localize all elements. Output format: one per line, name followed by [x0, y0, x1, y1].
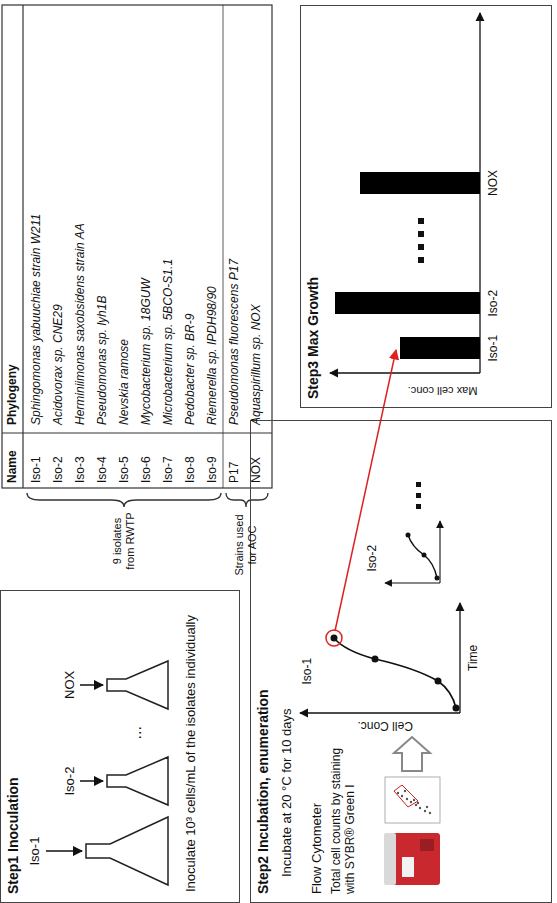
growth-graph — [300, 603, 460, 713]
panel-title: Step3 Max Growth — [305, 277, 322, 399]
table-cell: Sphingomonas yabuuchiae strain W211 — [29, 214, 43, 425]
table-cell: Phylogeny — [5, 364, 19, 425]
label: NOX — [486, 170, 500, 196]
table-cell: Herminiimonas saxobsidens strain AA — [73, 223, 87, 425]
table-cell: Acidovorax sp. CNE29 — [51, 304, 65, 425]
hollow-arrow — [394, 737, 430, 771]
step-panel: Step2 Incubation, enumeration Incubate at… — [250, 420, 552, 903]
label: Max cell conc. — [407, 384, 477, 397]
table-cell: Riemerella sp. IPDH98/90 — [205, 286, 219, 425]
scatter-plot-photo — [385, 777, 440, 823]
table-cell: Pedobacter sp. BR-9 — [183, 314, 197, 425]
bar — [335, 172, 480, 359]
table-cell: Pseudomonas fluorescens P17 — [227, 259, 241, 425]
panel-title: Step2 Incubation, enumeration — [255, 689, 272, 894]
red-arrow — [335, 350, 396, 631]
label: Iso-1 — [486, 335, 500, 362]
table-cell: Iso-7 — [161, 456, 175, 483]
data-point — [331, 635, 460, 712]
flask — [86, 661, 168, 885]
inoculation-arrow — [46, 685, 103, 851]
label: Cell Conc. — [358, 719, 413, 733]
label: Iso-1 — [27, 837, 43, 866]
panel-text: Inoculate 10³ cells/mL of the isolates i… — [183, 602, 199, 892]
panel-text: Total cell counts by staining with SYBR®… — [329, 729, 358, 894]
table-cell: Iso-2 — [51, 456, 65, 483]
label: 9 isolates from RWTP — [111, 509, 137, 573]
table-grid — [2, 5, 272, 488]
flow-cytometer-photo — [384, 833, 440, 885]
table-cell: Iso-1 — [29, 456, 43, 483]
label: Iso-2 — [365, 545, 379, 572]
panel-text: Flow Cytometer — [309, 803, 325, 894]
table-cell: Mycobacterium sp. 18GUW — [139, 278, 153, 425]
label: Strains used for AOC — [233, 509, 259, 581]
table-cell: Nevskia ramose — [117, 339, 131, 425]
data-point — [406, 533, 440, 581]
table-cell: Pseudomonas sp. lyh1B — [95, 296, 109, 425]
ellipsis-dots — [418, 218, 424, 263]
label: Iso-2 — [486, 290, 500, 317]
max-point-circle — [326, 630, 342, 646]
table-cell: Iso-6 — [139, 456, 153, 483]
label: ... — [126, 726, 145, 739]
label: Iso-1 — [300, 658, 314, 685]
bar-axes — [330, 13, 480, 373]
label: NOX — [62, 671, 78, 699]
growth-graph — [385, 521, 440, 583]
step-panel: Step3 Max Growth — [300, 5, 552, 408]
table-cell: P17 — [227, 462, 241, 483]
table-cell: Iso-5 — [117, 456, 131, 483]
table-cell: Iso-3 — [73, 456, 87, 483]
panel-text: Incubate at 20 °C for 10 days — [279, 708, 295, 877]
ellipsis-dots — [416, 482, 421, 509]
table-cell: NOX — [249, 457, 263, 483]
label: Time — [466, 645, 480, 671]
brace — [27, 493, 268, 507]
table-cell: Aquaspirillum sp. NOX — [249, 304, 263, 425]
table-cell: Iso-9 — [205, 456, 219, 483]
table-cell: Iso-8 — [183, 456, 197, 483]
panel-title: Step1 Inoculation — [5, 777, 22, 894]
table-cell: Name — [5, 450, 19, 483]
table-cell: Microbacterium sp. 5BCO-S1.1 — [161, 259, 175, 425]
table-cell: Iso-4 — [95, 456, 109, 483]
label: Iso-2 — [62, 767, 78, 796]
